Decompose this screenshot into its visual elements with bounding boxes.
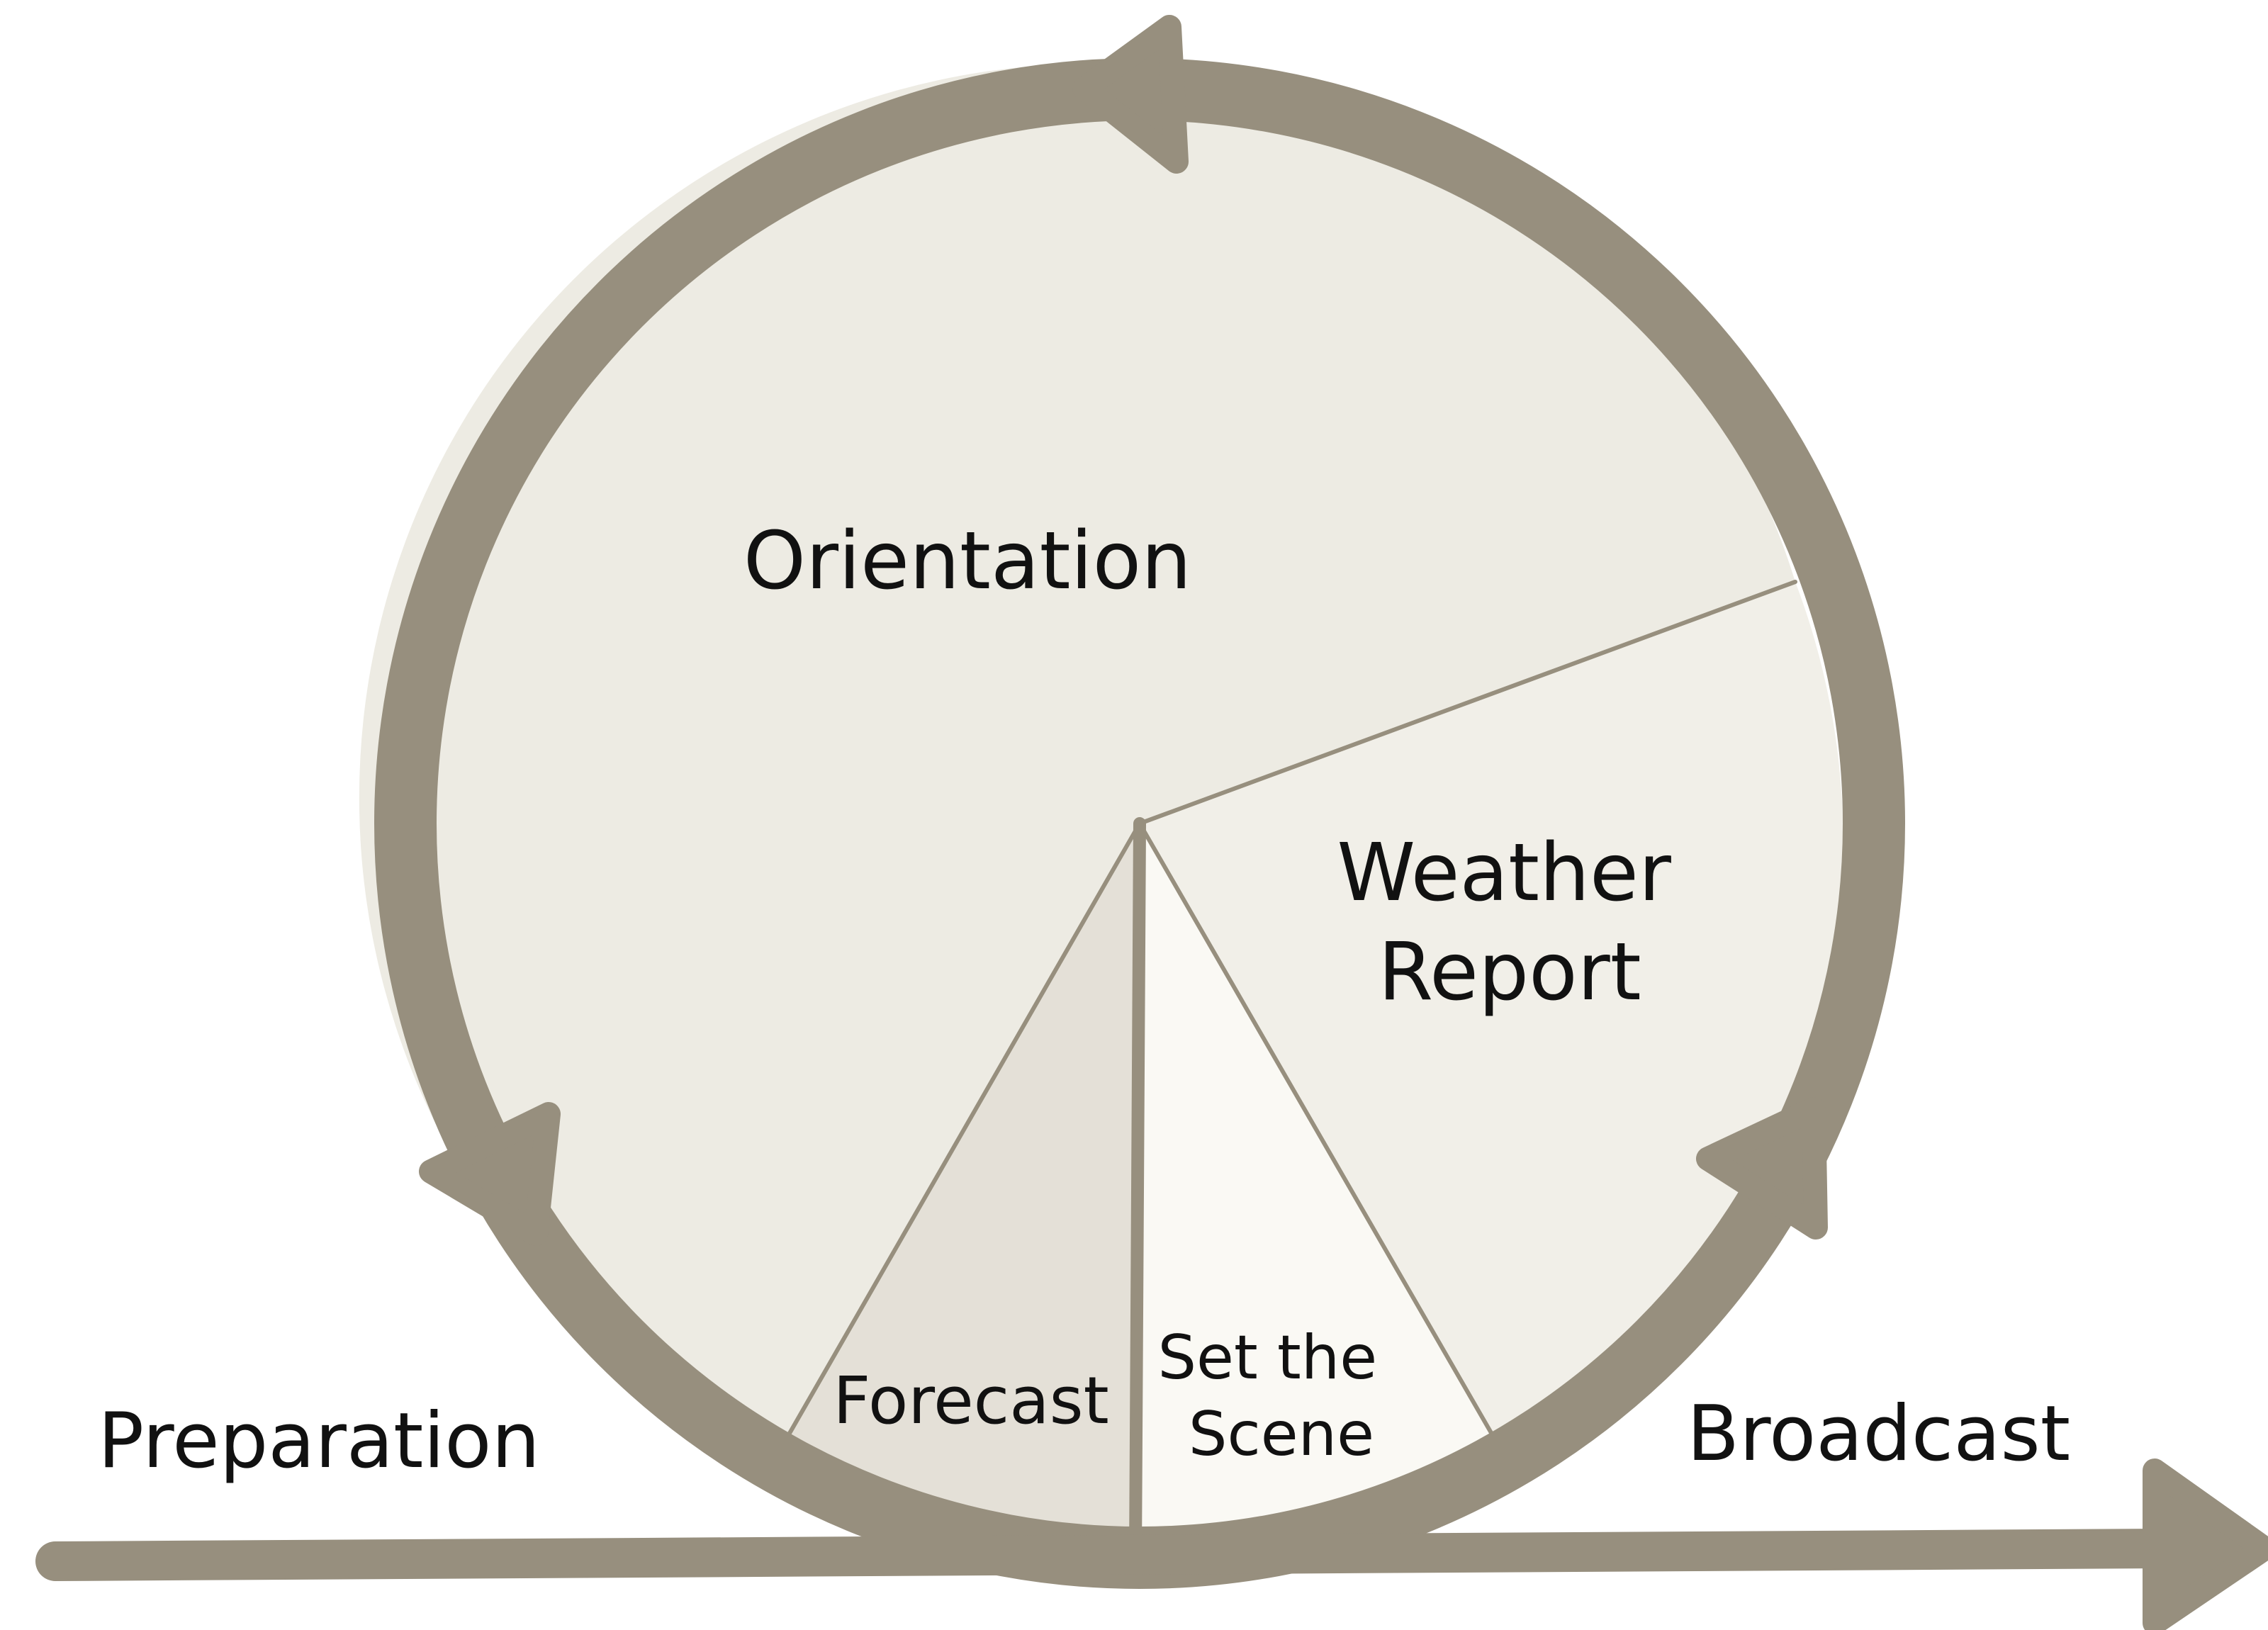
cycle-arrowheads [419,15,1828,1246]
weather-report-label: Weather Report [1337,827,1696,1018]
set-the-scene-label: Set the Scene [1157,1322,1396,1470]
divider-weather-scene [1138,821,1509,1462]
divider-orientation-weather [1138,580,1797,826]
weather-report-label-line-1: Weather [1337,827,1672,919]
orientation-label: Orientation [743,515,1191,607]
set-the-scene-label-line-2: Scene [1189,1399,1374,1470]
broadcast-label: Broadcast [1687,1390,2070,1478]
weather-report-sector [1140,582,1843,1460]
sector-dividers [773,580,1797,1564]
set-the-scene-sector [1135,824,1507,1558]
forecast-label: Forecast [833,1363,1108,1439]
timeline-arrowhead-icon [2143,1458,2268,1630]
preparation-label: Preparation [98,1397,540,1485]
timeline-arrow [35,1458,2268,1630]
cycle-pie [359,63,1843,1558]
timeline-line [35,1529,2182,1581]
arrowhead-left-icon [419,1102,561,1246]
orientation-sector [359,63,1796,1460]
divider-forecast-scene [1129,817,1146,1564]
forecast-sector [775,824,1140,1558]
set-the-scene-label-line-1: Set the [1157,1322,1377,1393]
divider-orientation-forecast [773,821,1142,1461]
arrowhead-top-icon [1072,15,1189,174]
weather-report-label-line-2: Report [1378,926,1641,1018]
arrowhead-right-icon [1696,1097,1828,1240]
